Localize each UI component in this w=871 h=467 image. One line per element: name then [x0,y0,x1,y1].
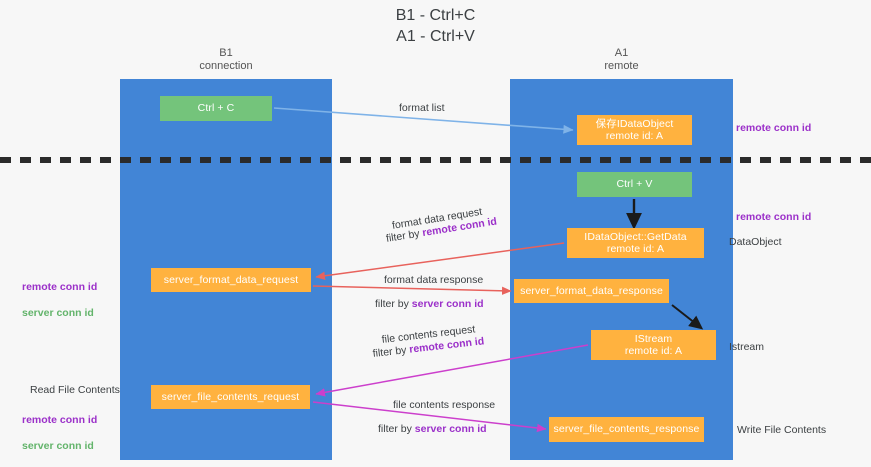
node-server-file-contents-response[interactable]: server_file_contents_response [549,417,704,442]
label-read-file-contents: Read File Contents [30,384,120,396]
filter-prefix: filter by [385,227,424,245]
label-istream: Istream [729,341,765,353]
flow-label-format-data-response-filter: filter by server conn id [375,297,484,311]
node-save-idataobject[interactable]: 保存IDataObject remote id: A [577,115,692,145]
node-idataobject-getdata[interactable]: IDataObject::GetData remote id: A [567,228,704,258]
filter-prefix-4: filter by [378,423,415,435]
filter-prefix-3: filter by [372,343,411,360]
filter-key-server-conn-id-2: server conn id [414,423,487,435]
diagram-title: B1 - Ctrl+C A1 - Ctrl+V [395,7,476,45]
flow-label-format-data-response: format data response [384,274,484,286]
label-remote-conn-id-top: remote conn id [736,122,812,134]
column-header-b1: B1 connection [199,47,253,72]
flow-label-file-contents-response-filter: filter by server conn id [378,422,487,436]
node-server-file-contents-request[interactable]: server_file_contents_request [151,385,310,409]
label-left-conn-ids-top: remote conn id server conn id [22,268,97,333]
label-left-conn-ids-bottom: remote conn id server conn id [22,401,97,466]
label-remote-conn-id-mid: remote conn id [736,211,812,223]
label-write-file-contents: Write File Contents [737,424,827,436]
flow-label-format-list: format list [399,102,445,114]
label-server-conn-id-left: server conn id [22,307,94,319]
node-ctrl-v[interactable]: Ctrl + V [577,172,692,197]
node-server-format-data-response[interactable]: server_format_data_response [514,279,669,303]
filter-key-server-conn-id: server conn id [411,298,484,310]
label-dataobject: DataObject [729,236,782,248]
label-remote-conn-id-left: remote conn id [22,281,98,293]
label-server-conn-id-left-2: server conn id [22,440,94,452]
flow-label-file-contents-response: file contents response [393,399,496,411]
filter-prefix-2: filter by [375,298,412,310]
node-ctrl-c[interactable]: Ctrl + C [160,96,272,121]
column-header-a1: A1 remote [604,47,639,72]
label-remote-conn-id-left-2: remote conn id [22,414,98,426]
node-istream[interactable]: IStream remote id: A [591,330,716,360]
node-server-format-data-request[interactable]: server_format_data_request [151,268,311,292]
